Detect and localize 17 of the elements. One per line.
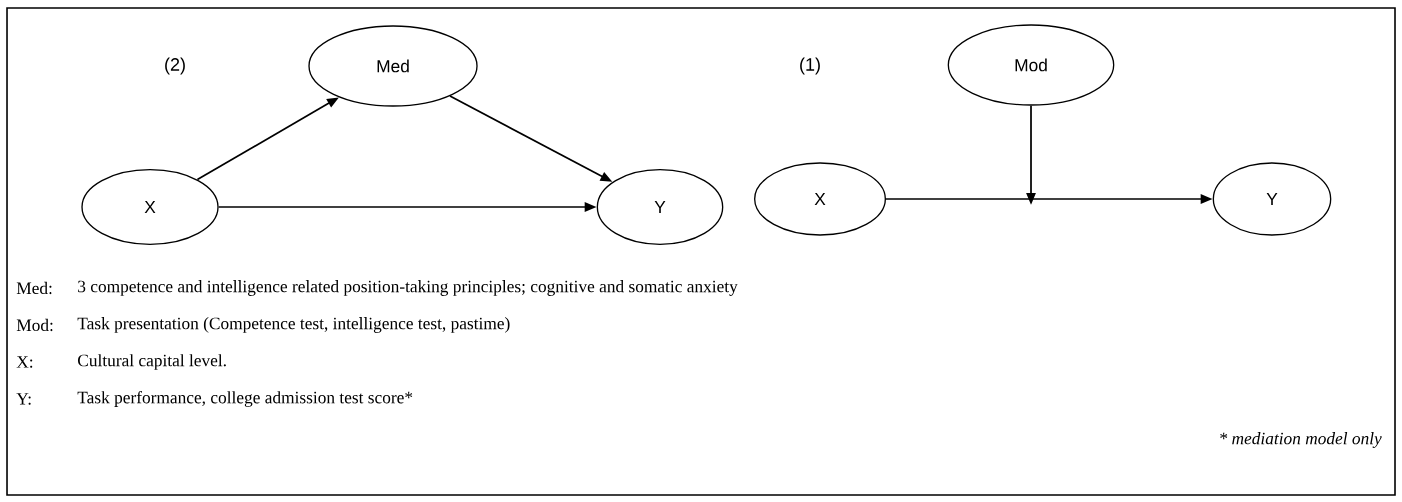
abbreviation: X: [16,356,33,368]
footnote: * mediation model only [1220,432,1382,448]
ellipse-node: Med [308,25,478,107]
ellipse-node: Mod [947,24,1115,106]
abbreviation: Y: [16,393,31,405]
definition-text: Task presentation (Competence test, intelligence test, pastime) [77,317,510,333]
abbreviation: Med: [16,281,52,295]
definition-text: 3 competence and intelligence related position-taking principles; cognitive and somatic anxiety [78,280,738,296]
panel-label: (1) [800,57,820,75]
ellipse-node: Y [596,169,724,245]
definition-text: Task performance, college admission test score* [77,391,413,407]
panel-label: (2) [165,57,185,75]
abbreviation: Mod: [16,318,53,332]
ellipse-node: X [81,169,219,245]
ellipse-node: X [754,162,886,236]
definition-text: Cultural capital level. [78,354,226,370]
ellipse-node: Y [1212,162,1332,236]
